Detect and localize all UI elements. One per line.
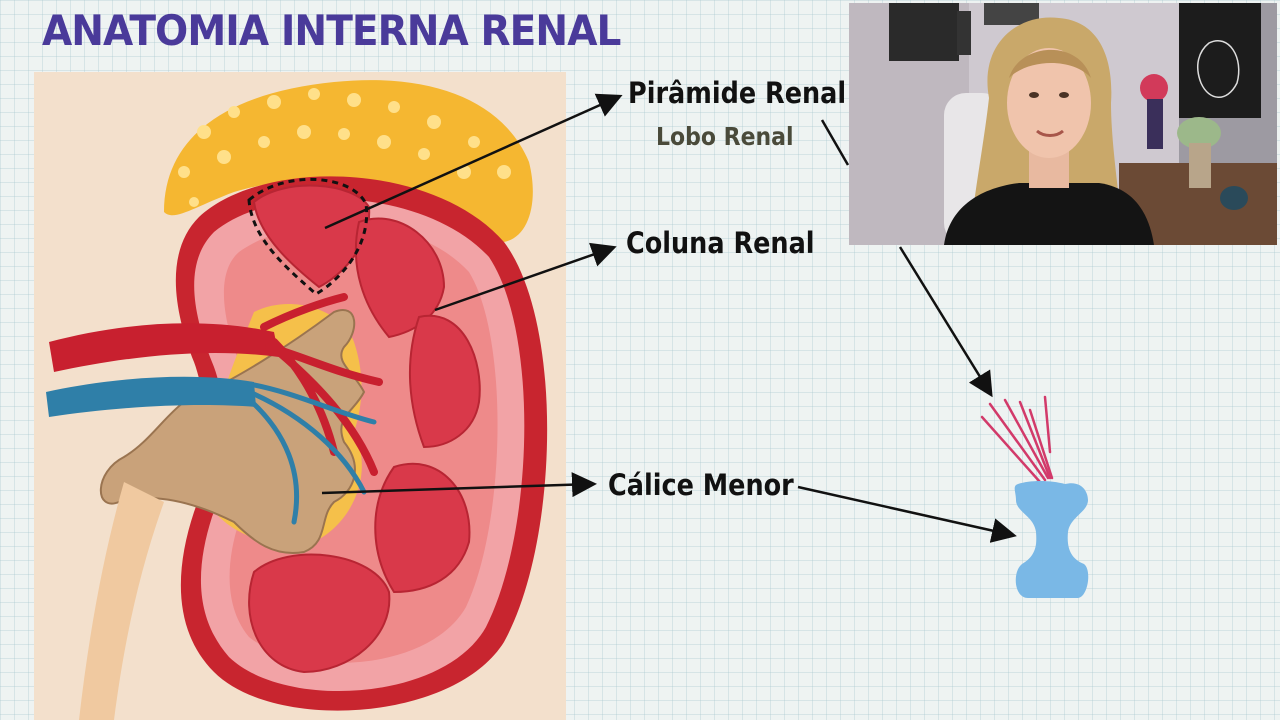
label-renal-column: Coluna Renal <box>626 226 815 260</box>
label-renal-pyramid: Pirâmide Renal <box>628 76 847 110</box>
kidney-illustration <box>34 72 566 720</box>
pyramid-to-icon-arrow <box>898 246 993 398</box>
minor-calyx-icon <box>980 395 1089 598</box>
label-renal-lobe: Lobo Renal <box>656 122 794 151</box>
slide-title: ANATOMIA INTERNA RENAL <box>42 6 621 55</box>
presenter-webcam-feed <box>849 3 1277 245</box>
pyramid-to-icon-arrow-top <box>820 119 850 166</box>
label-minor-calyx: Cálice Menor <box>608 468 794 502</box>
